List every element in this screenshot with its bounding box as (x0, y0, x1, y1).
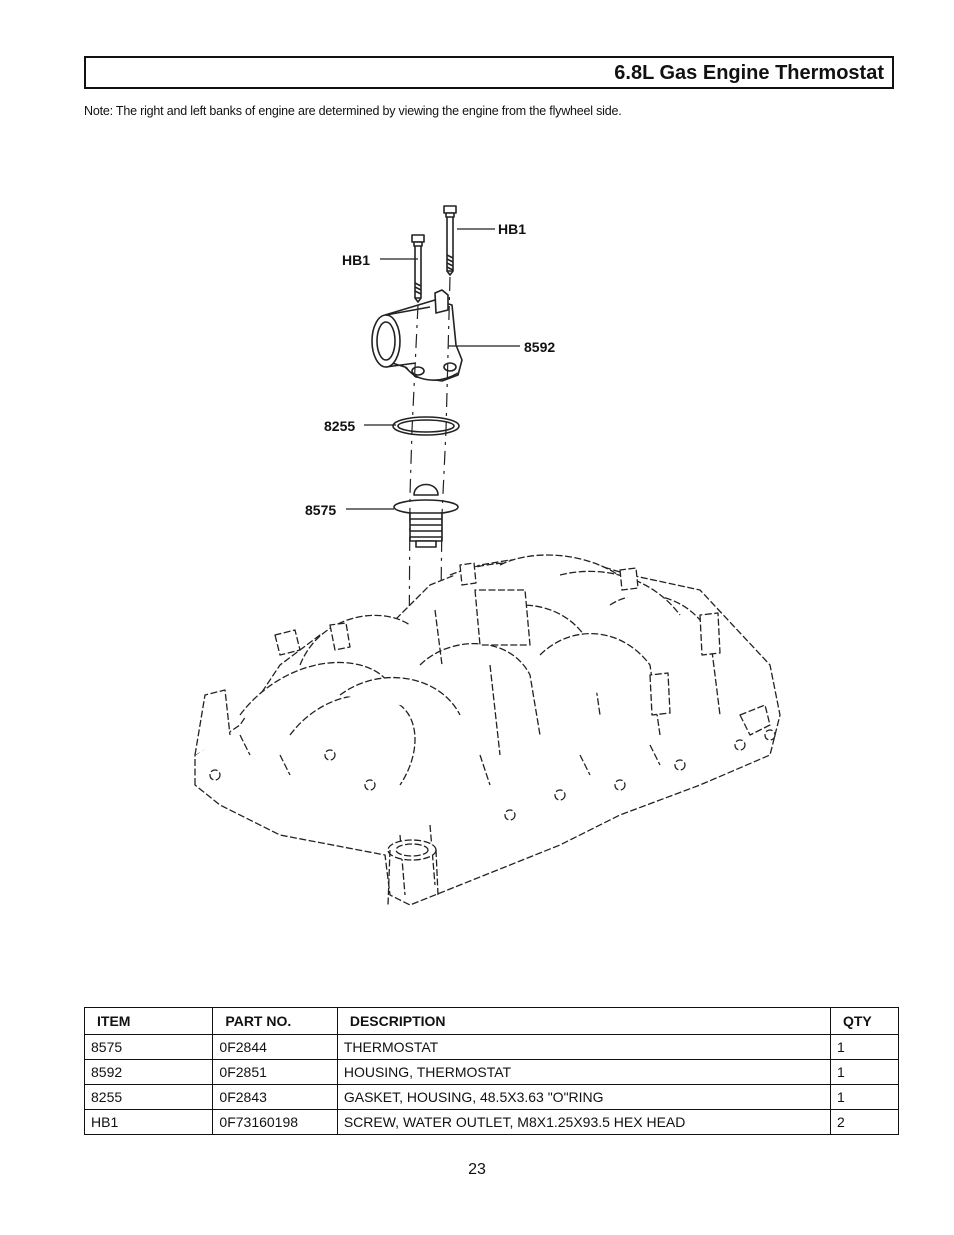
table-row: HB1 0F73160198 SCREW, WATER OUTLET, M8X1… (83, 1109, 900, 1135)
table-row: 8592 0F2851 HOUSING, THERMOSTAT 1 (83, 1059, 900, 1085)
gasket-o-ring-part (392, 416, 460, 436)
header-qty: QTY (829, 1007, 900, 1035)
note-text: Note: The right and left banks of engine… (84, 104, 622, 118)
callout-8592: 8592 (524, 339, 555, 355)
cell-item: HB1 (83, 1109, 214, 1135)
cell-description: SCREW, WATER OUTLET, M8X1.25X93.5 HEX HE… (336, 1109, 831, 1135)
cell-part-no: 0F73160198 (212, 1109, 338, 1135)
table-row: 8255 0F2843 GASKET, HOUSING, 48.5X3.63 "… (83, 1084, 900, 1110)
cell-part-no: 0F2843 (212, 1084, 338, 1110)
table-header-row: ITEM PART NO. DESCRIPTION QTY (83, 1007, 900, 1035)
cell-part-no: 0F2851 (212, 1059, 338, 1085)
bolt-hb1-left (411, 234, 425, 303)
bolt-hb1-right (443, 205, 457, 276)
title-box: 6.8L Gas Engine Thermostat (84, 56, 894, 89)
cell-description: GASKET, HOUSING, 48.5X3.63 "O"RING (336, 1084, 831, 1110)
callout-leaders (346, 228, 520, 510)
header-item: ITEM (83, 1007, 214, 1035)
cell-qty: 1 (829, 1084, 900, 1110)
cell-qty: 2 (829, 1109, 900, 1135)
cell-description: THERMOSTAT (336, 1034, 831, 1060)
cell-qty: 1 (829, 1034, 900, 1060)
callout-8575: 8575 (305, 502, 336, 518)
exploded-parts-diagram: HB1 HB1 8592 8255 8575 (194, 205, 781, 906)
thermostat-part (393, 483, 459, 548)
cell-item: 8255 (83, 1084, 214, 1110)
table-row: 8575 0F2844 THERMOSTAT 1 (83, 1034, 900, 1060)
cell-item: 8592 (83, 1059, 214, 1085)
cell-qty: 1 (829, 1059, 900, 1085)
parts-table: ITEM PART NO. DESCRIPTION QTY 8575 0F284… (83, 1007, 900, 1135)
cell-part-no: 0F2844 (212, 1034, 338, 1060)
page-title: 6.8L Gas Engine Thermostat (614, 62, 884, 84)
page-number: 23 (468, 1161, 486, 1178)
callout-hb1-left: HB1 (342, 252, 370, 268)
header-description: DESCRIPTION (336, 1007, 831, 1035)
callout-hb1-right: HB1 (498, 221, 526, 237)
callout-8255: 8255 (324, 418, 355, 434)
cell-item: 8575 (83, 1034, 214, 1060)
header-part-no: PART NO. (212, 1007, 338, 1035)
intake-manifold-part (194, 554, 781, 906)
cell-description: HOUSING, THERMOSTAT (336, 1059, 831, 1085)
thermostat-housing-part (371, 289, 463, 382)
